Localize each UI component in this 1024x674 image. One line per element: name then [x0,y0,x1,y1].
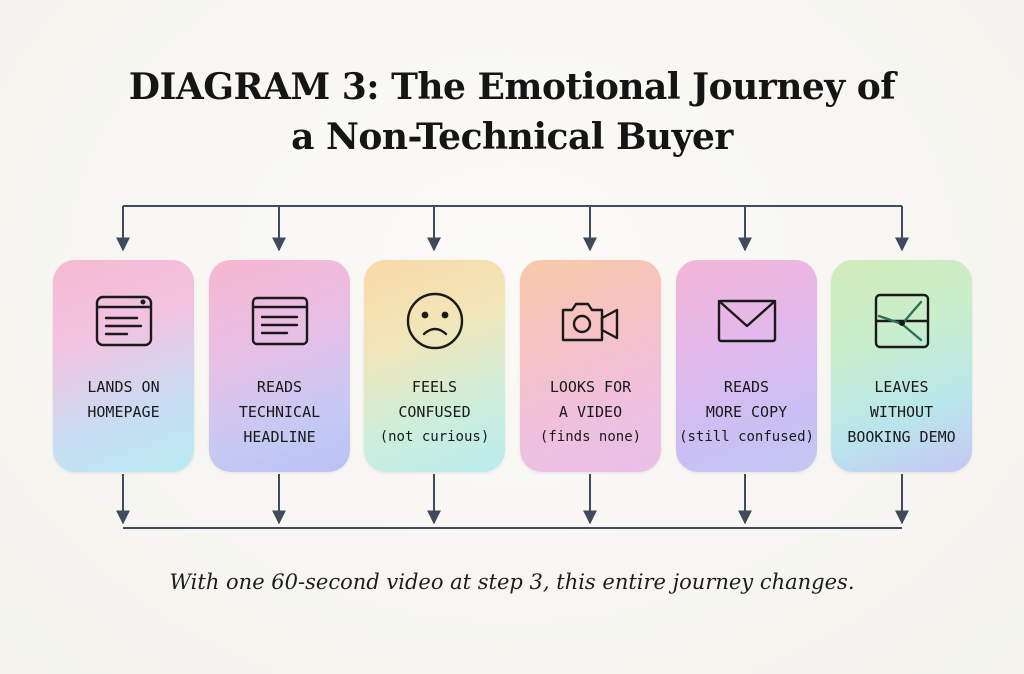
footer-caption: With one 60-second video at step 3, this… [169,570,855,594]
step-label: LOOKS FOR A VIDEO (finds none) [520,375,661,450]
step-label: LEAVES WITHOUT BOOKING DEMO [831,375,972,450]
step-note: (not curious) [379,429,490,445]
title-line-2: a Non-Technical Buyer [291,116,733,158]
text-card-icon [249,290,311,352]
step-label-line: HEADLINE [243,428,316,446]
journey-step-6: LEAVES WITHOUT BOOKING DEMO [831,260,972,472]
step-label-line: LOOKS FOR [549,378,632,396]
envelope-icon [716,290,778,352]
step-label-line: BOOKING DEMO [847,428,956,446]
step-label-line: HOMEPAGE [87,403,160,421]
browser-window-icon [93,290,155,352]
step-label: FEELS CONFUSED (not curious) [364,375,505,450]
exit-chart-icon [871,290,933,352]
step-label-line: READS [256,378,303,396]
step-label: READS MORE COPY (still confused) [676,375,817,450]
step-label-line: WITHOUT [869,403,934,421]
step-label-line: TECHNICAL [238,403,321,421]
step-note: (still confused) [679,429,814,445]
step-label: LANDS ON HOMEPAGE [53,375,194,425]
journey-step-5: READS MORE COPY (still confused) [676,260,817,472]
step-note: (finds none) [539,429,642,445]
step-label-line: MORE COPY [705,403,788,421]
step-label-line: LEAVES [874,378,929,396]
sad-face-icon [404,290,466,352]
step-label-line: READS [723,378,770,396]
journey-step-1: LANDS ON HOMEPAGE [53,260,194,472]
step-label-line: LANDS ON [87,378,160,396]
step-label-line: CONFUSED [398,403,471,421]
title-line-1: DIAGRAM 3: The Emotional Journey of [128,66,896,108]
step-label-line: FEELS [411,378,458,396]
camera-icon [560,290,622,352]
journey-step-3: FEELS CONFUSED (not curious) [364,260,505,472]
journey-step-2: READS TECHNICAL HEADLINE [209,260,350,472]
step-label-line: A VIDEO [558,403,623,421]
step-label: READS TECHNICAL HEADLINE [209,375,350,450]
diagram-title: DIAGRAM 3: The Emotional Journey of a No… [0,62,1024,162]
journey-step-4: LOOKS FOR A VIDEO (finds none) [520,260,661,472]
